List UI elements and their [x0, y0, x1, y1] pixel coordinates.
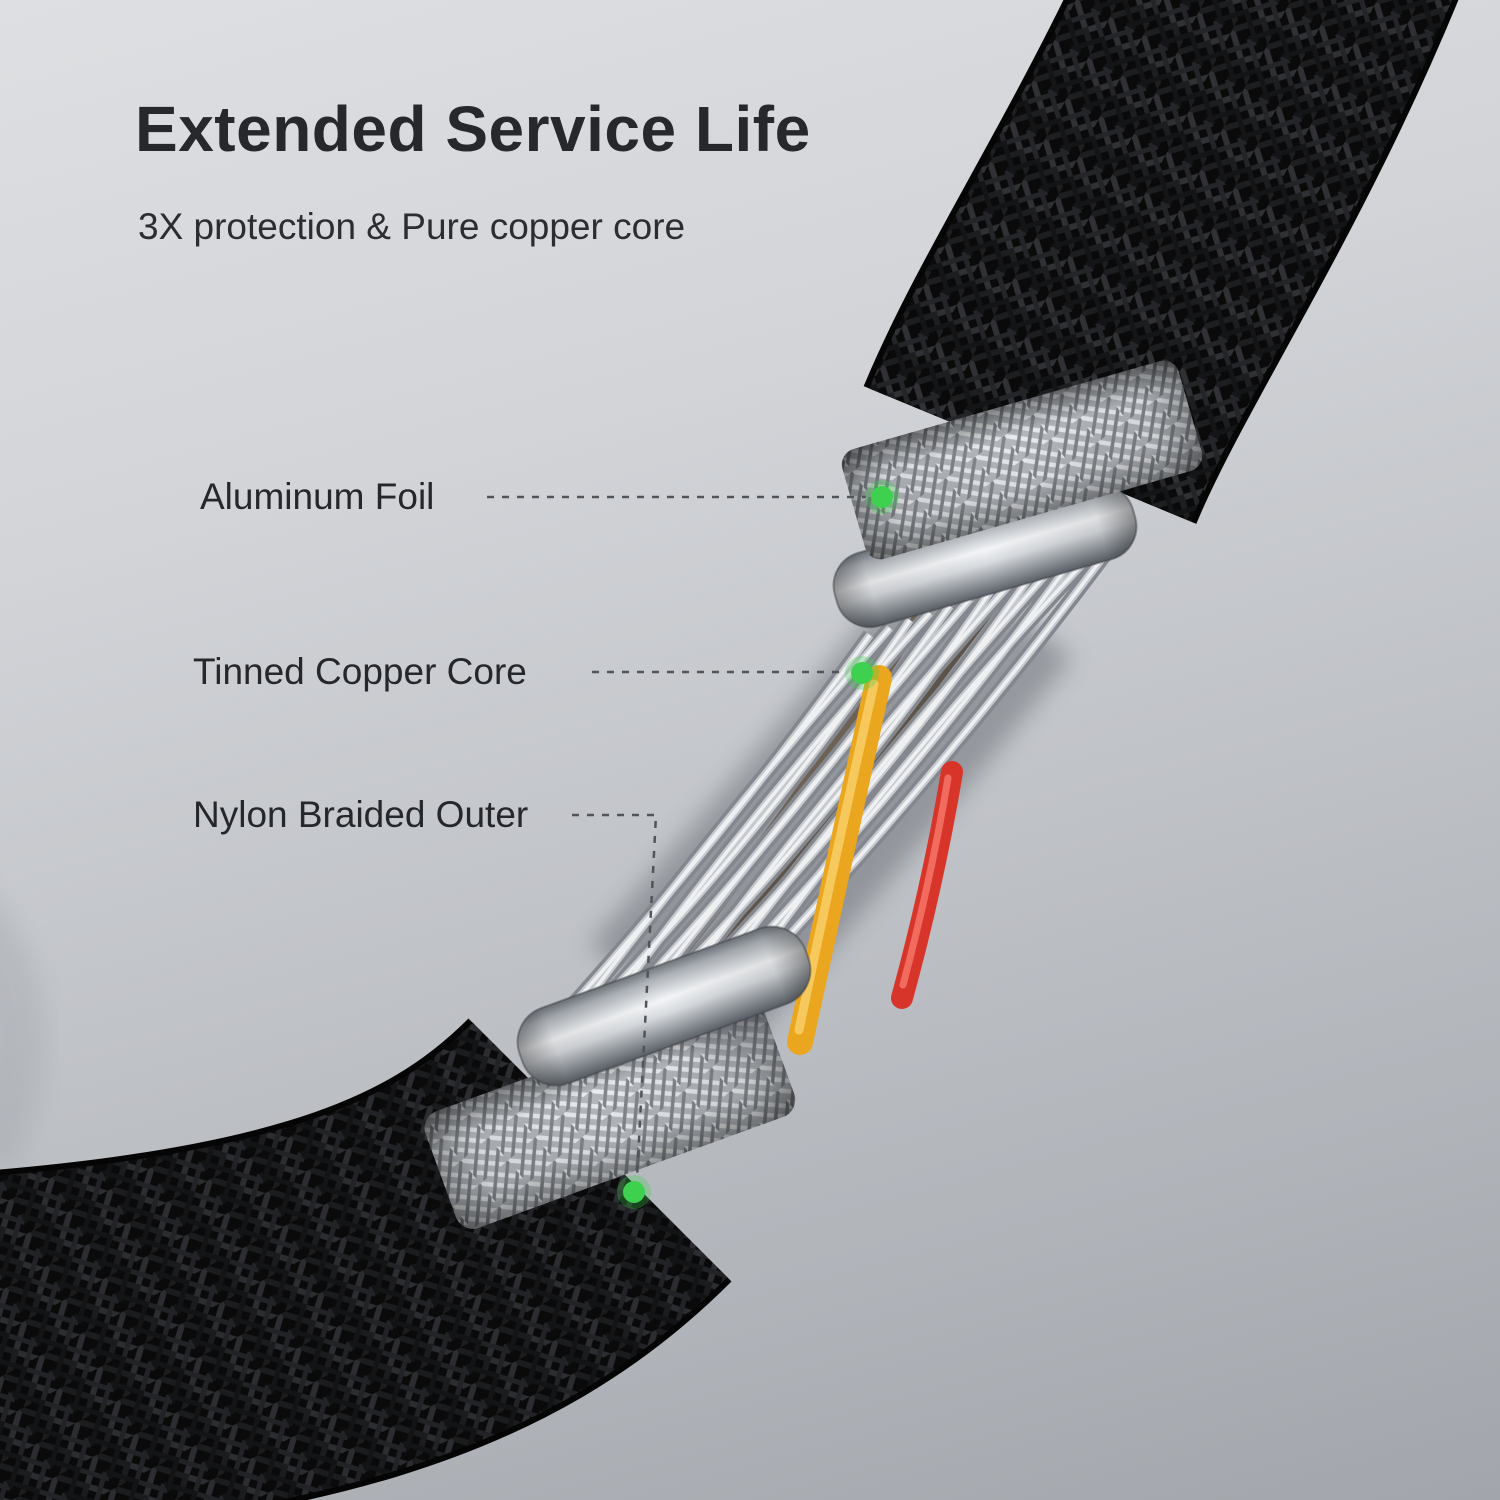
callout-dot-nylon-braided — [623, 1181, 645, 1203]
page-subtitle: 3X protection & Pure copper core — [138, 206, 686, 247]
yellow-wire — [787, 665, 892, 1055]
callout-dot-tinned-copper — [851, 662, 873, 684]
callout-dots — [617, 480, 899, 1209]
foil-collar-lower — [424, 999, 796, 1229]
background-cable-shadow — [0, 903, 46, 1175]
callout-label-aluminum-foil: Aluminum Foil — [200, 476, 435, 517]
red-wire — [891, 761, 963, 1009]
callout-label-tinned-copper-core: Tinned Copper Core — [193, 651, 527, 692]
page-title: Extended Service Life — [135, 93, 811, 165]
callout-dot-aluminum-foil — [871, 486, 893, 508]
metal-ring-lower — [516, 925, 812, 1087]
leader-lines — [487, 495, 866, 1179]
wire-bundle — [550, 548, 1110, 1067]
callout-label-nylon-braided-outer: Nylon Braided Outer — [193, 794, 529, 835]
foil-collar-upper — [841, 360, 1203, 560]
